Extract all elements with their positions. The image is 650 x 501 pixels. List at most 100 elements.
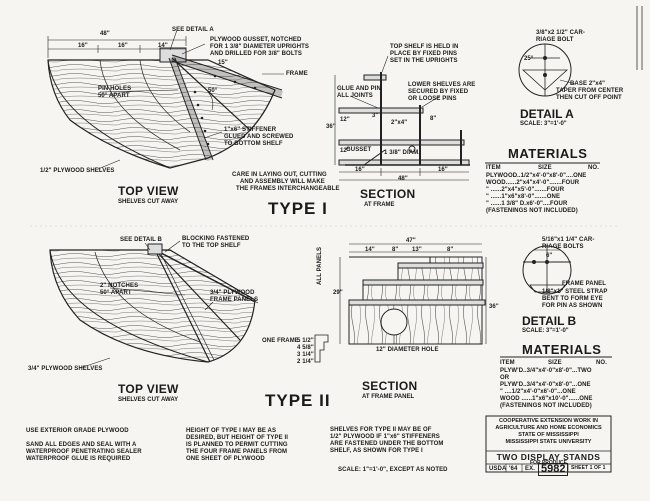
detail-b-bolt-2: RIAGE BOLTS xyxy=(542,244,584,250)
frame-dim-1: 5 1/2" xyxy=(297,338,314,344)
stiffener-3: TO BOTTOM SHELF xyxy=(224,141,283,147)
detail-a-scale: SCALE: 3"=1'-0" xyxy=(520,121,567,127)
dim-15: 15" xyxy=(218,60,228,66)
note-left-2: SAND ALL EDGES AND SEAL WITH A xyxy=(26,442,137,448)
one-frame-label: ONE FRAME xyxy=(262,338,299,344)
detail-a-drawing xyxy=(518,43,576,97)
see-detail-b: SEE DETAIL B xyxy=(120,237,162,243)
detail-a-base-2: TAPER FROM CENTER xyxy=(556,88,624,94)
sec1-dim-8: 8" xyxy=(430,116,437,122)
detail-b-drawing xyxy=(522,245,572,295)
usda-label: USDA xyxy=(489,466,507,472)
detail-b-scale: SCALE: 3"=1'-0" xyxy=(522,328,569,334)
sec1-dim-16b: 16" xyxy=(438,167,448,173)
type1-top-view-title: TOP VIEW xyxy=(118,184,179,198)
sheet-label: SHEET 1 OF 1 xyxy=(571,465,606,471)
sec2-dim-29: 29" xyxy=(333,290,343,296)
gusset-note-2: FOR 1 3/8" DIAMETER UPRIGHTS xyxy=(210,44,309,50)
materials1-row: WOOD......2"x4"x4'-0".......FOUR xyxy=(486,180,580,186)
type2-section-sub: AT FRAME PANEL xyxy=(362,394,415,400)
pin-holes-1: PIN HOLES xyxy=(98,86,132,92)
org-line-1: COOPERATIVE EXTENSION WORK IN xyxy=(499,418,598,424)
gusset-note-1: PLYWOOD GUSSET, NOTCHED xyxy=(210,37,302,43)
detail-b-strap-2: BENT TO FORM EYE xyxy=(542,296,603,302)
sec2-dim-13: 13" xyxy=(412,247,422,253)
note-right-2: 1/2" PLYWOOD IF 1"x6" STIFFENERS xyxy=(330,434,440,440)
glue-pin-1: GLUE AND PIN xyxy=(337,86,381,92)
frame-dim-4: 2 1/4" xyxy=(297,359,314,365)
detail-b-title: DETAIL B xyxy=(522,314,577,328)
type1-section-sub: AT FRAME xyxy=(364,202,395,208)
note-left-1: USE EXTERIOR GRADE PLYWOOD xyxy=(26,428,129,434)
materials2-footer: (FASTENINGS NOT INCLUDED) xyxy=(500,403,592,409)
materials2-row: WOOD ......1"x6"x10'-0"......ONE xyxy=(500,396,593,402)
materials1-head-size: SIZE xyxy=(538,165,552,171)
materials1-head-no: NO. xyxy=(588,165,599,171)
sec2-dim-8a: 8" xyxy=(392,247,399,253)
dim-16a: 16" xyxy=(78,43,88,49)
pin-holes-2: 50° APART xyxy=(98,93,130,99)
shelves-label-1: 1/2" PLYWOOD SHELVES xyxy=(40,168,115,174)
note-mid-4: THE FOUR FRAME PANELS FROM xyxy=(186,449,288,455)
diam-label: 1 3/8" DIAM. xyxy=(384,150,421,156)
type2-label: TYPE II xyxy=(265,391,331,410)
scale-note: SCALE: 1"=1'-0", EXCEPT AS NOTED xyxy=(338,467,448,473)
materials2-row: PLYW'D..3/4"x4'-0"x8'-0"...ONE xyxy=(500,382,591,388)
frame-label: FRAME xyxy=(286,71,308,77)
type1-top-view xyxy=(47,29,284,170)
materials1-row: " ......1"x6"x8'-0".......ONE xyxy=(486,194,561,200)
detail-a-base-3: THEN CUT OFF POINT xyxy=(556,95,622,101)
dim-16b: 16" xyxy=(118,43,128,49)
panels-1: 3/4" PLYWOOD xyxy=(210,290,255,296)
materials1-row: " ......2"x4"x5'-0".......FOUR xyxy=(486,187,565,193)
note-mid-1: HEIGHT OF TYPE I MAY BE AS xyxy=(186,428,277,434)
stiffener-2: GLUED AND SCREWED xyxy=(224,134,294,140)
gusset-note-3: AND DRILLED FOR 3/8" BOLTS xyxy=(210,51,303,57)
lower-shelves-1: LOWER SHELVES ARE xyxy=(408,82,476,88)
type1-label: TYPE I xyxy=(268,199,328,218)
shelves-label-2: 3/4" PLYWOOD SHELVES xyxy=(28,366,103,372)
materials2-row: " ....1/2"x4'-0"x6'-0"...ONE xyxy=(500,389,576,395)
hole-label: 12" DIAMETER HOLE xyxy=(376,347,439,353)
drawing-title: TWO DISPLAY STANDS xyxy=(496,452,601,462)
sec1-dim-3: 3" xyxy=(372,113,379,119)
materials2-row: PLYW'D..3/4"x4'-0"x8'-0"...TWO xyxy=(500,368,592,374)
sec2-dim-14: 14" xyxy=(365,247,375,253)
notches-2: 50° APART xyxy=(100,290,132,296)
materials1-head-item: ITEM xyxy=(486,165,501,171)
type1-section xyxy=(334,55,470,181)
frame-dim-2: 4 5/8" xyxy=(297,345,314,351)
detail-a-base-1: BASE 2"x4" xyxy=(570,81,606,87)
care-note-2: AND ASSEMBLY WILL MAKE xyxy=(240,179,325,185)
org-line-4: MISSISSIPPI STATE UNIVERSITY xyxy=(505,439,592,445)
detail-a-bolt-2: RIAGE BOLT xyxy=(536,37,574,43)
materials1-row: " ......1 3/8" D.x6'-0"....FOUR xyxy=(486,201,568,207)
year-label: '64 xyxy=(509,466,518,472)
top-shelf-note-3: SET IN THE UPRIGHTS xyxy=(390,58,458,64)
lower-shelves-3: OR LOOSE PINS xyxy=(408,96,457,102)
note-mid-2: DESIRED, BUT HEIGHT OF TYPE II xyxy=(186,435,289,441)
detail-b-strap-3: FOR PIN AS SHOWN xyxy=(542,303,603,309)
sec1-dim-36: 36" xyxy=(326,124,336,130)
type1-section-title: SECTION xyxy=(360,187,416,201)
angle-50: 50° xyxy=(208,88,218,94)
notches-1: 2" NOTCHES xyxy=(100,283,139,289)
detail-a-bolt-1: 3/8"x2 1/2" CAR- xyxy=(536,30,585,36)
panels-2: FRAME PANELS xyxy=(210,297,259,303)
sec1-dim-12b: 12" xyxy=(340,148,350,154)
dim-14: 14" xyxy=(158,43,168,49)
sec2-dim-36: 36" xyxy=(489,304,499,310)
materials2-head-no: NO. xyxy=(596,360,607,366)
type2-top-view-title: TOP VIEW xyxy=(118,382,179,396)
type1-top-view-sub: SHELVES CUT AWAY xyxy=(118,199,179,205)
materials2-head-size: SIZE xyxy=(548,360,562,366)
dim-48: 48" xyxy=(100,31,110,37)
sec2-dim-8b: 8" xyxy=(447,247,454,253)
detail-b-frame-panel: FRAME PANEL xyxy=(562,281,606,287)
materials1-footer: (FASTENINGS NOT INCLUDED) xyxy=(486,208,578,214)
detail-b-dim: 6" xyxy=(546,253,553,259)
detail-b-strap-1: 1/8"x1" STEEL STRAP xyxy=(542,289,608,295)
sec1-dim-12a: 12" xyxy=(340,117,350,123)
note-left-3: WATERPROOF PENETRATING SEALER xyxy=(26,449,142,455)
